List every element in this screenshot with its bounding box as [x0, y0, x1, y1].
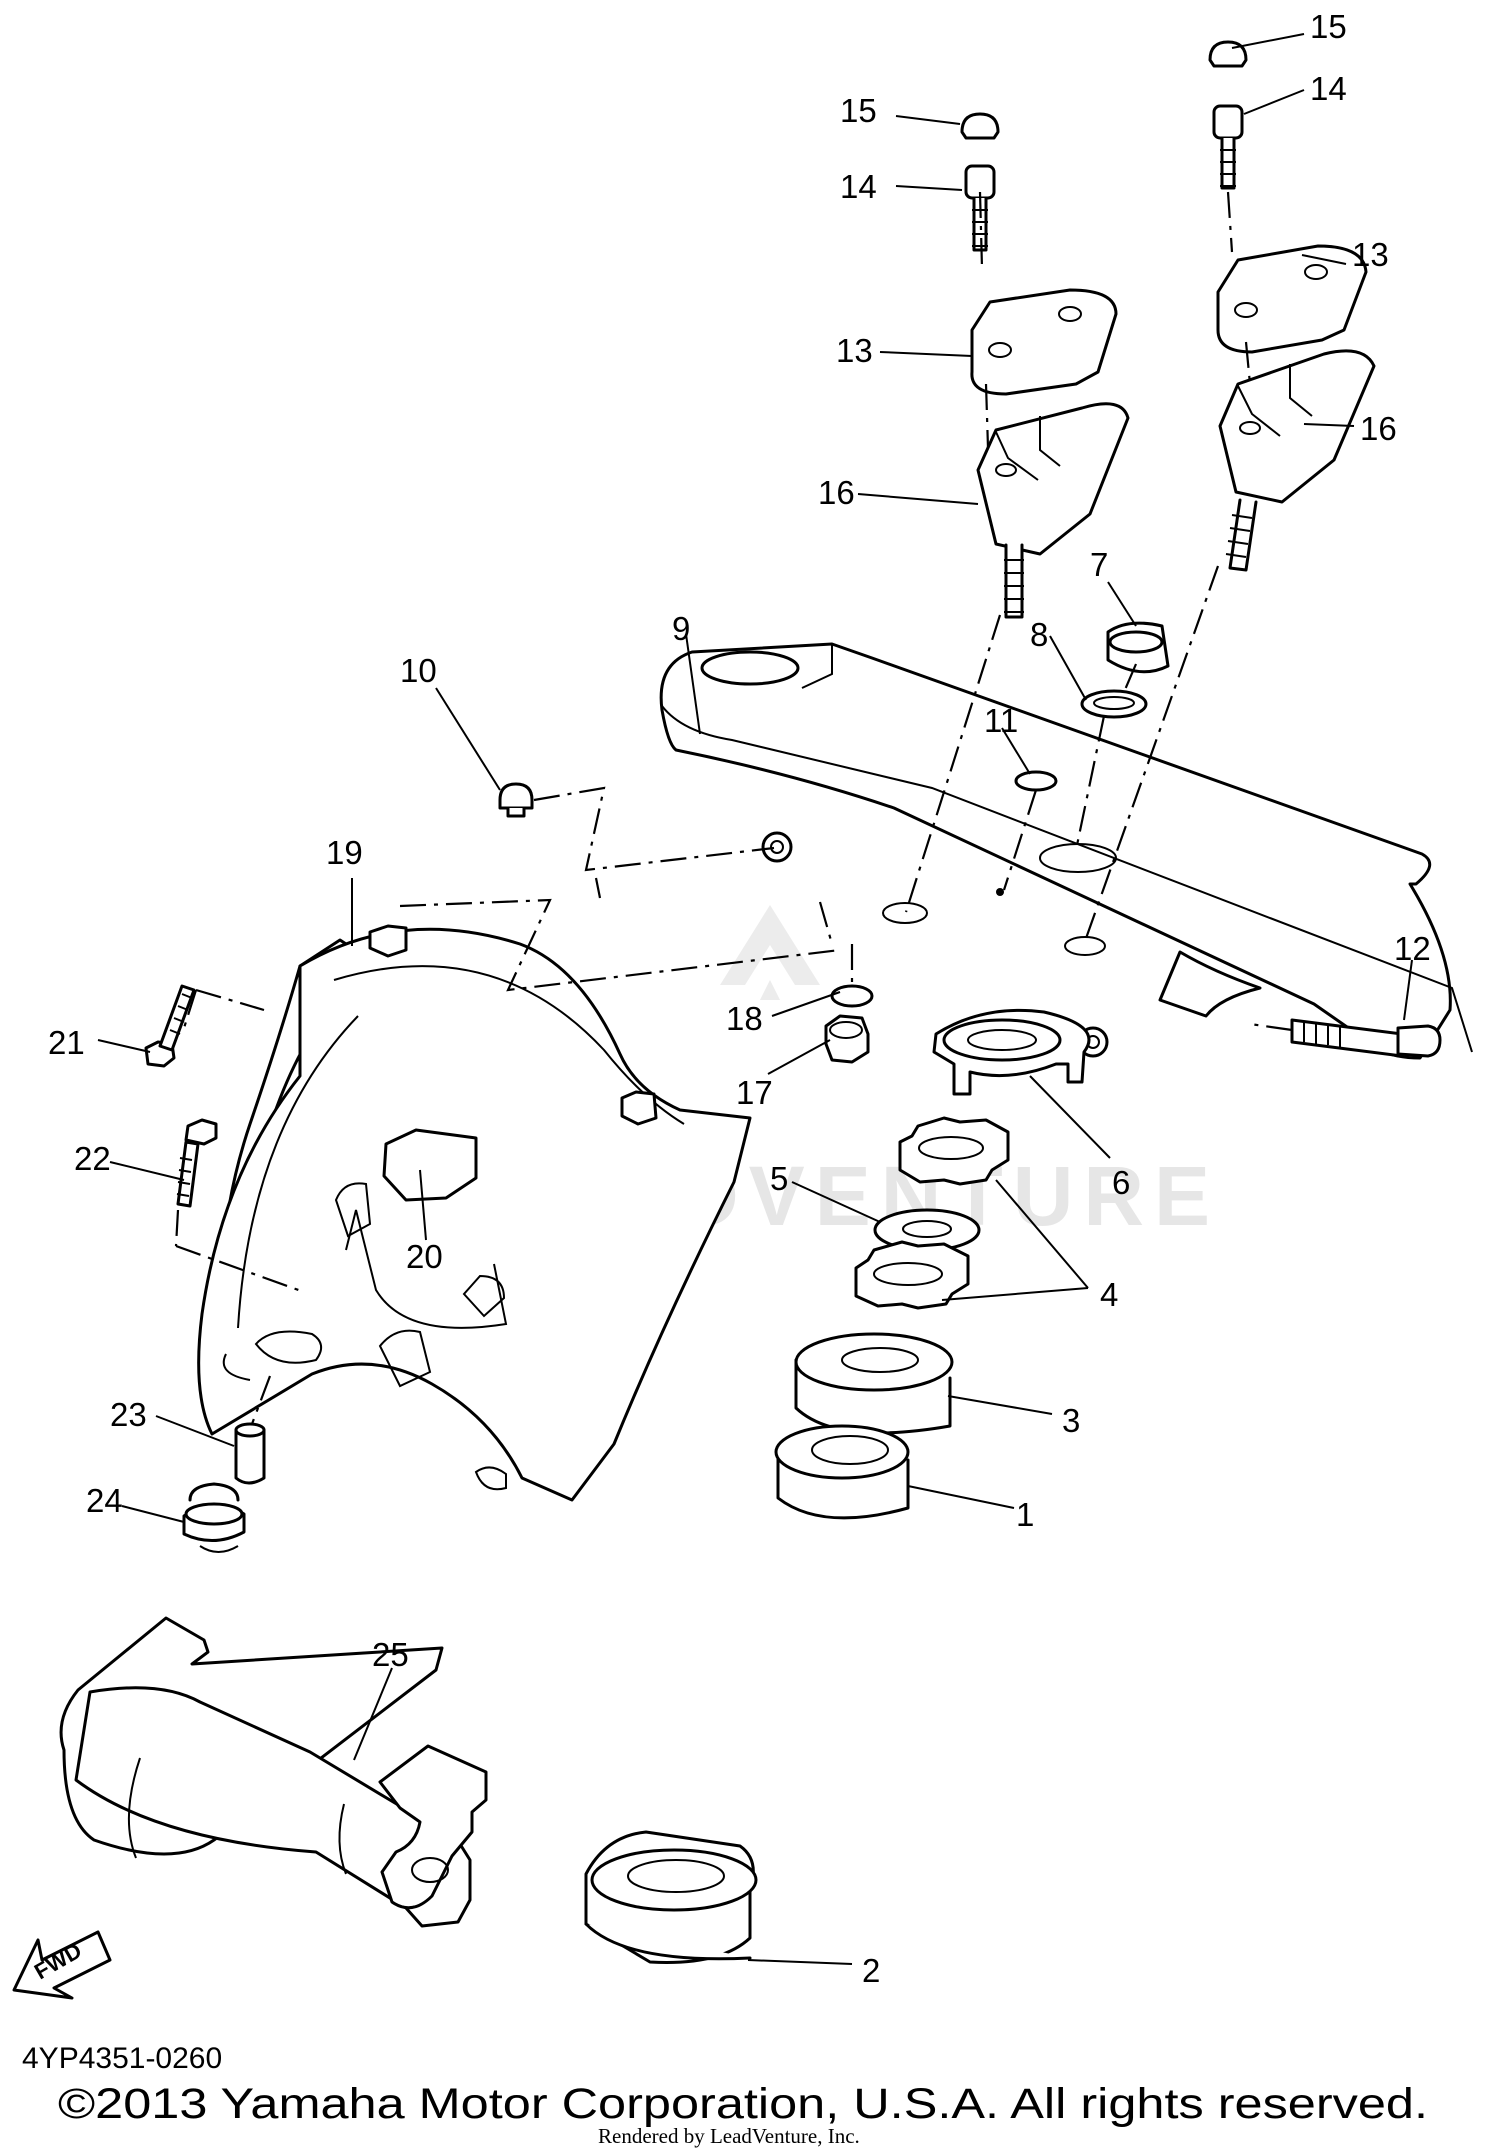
leader-lines — [97, 33, 1413, 1965]
fwd-arrow: FWD — [12, 1930, 112, 2000]
part-21-bolt — [144, 984, 196, 1068]
callout-25: 25 — [372, 1636, 409, 1673]
copyright-notice: ©2013 Yamaha Motor Corporation, U.S.A. A… — [58, 2080, 1428, 2128]
part-1-bearing — [774, 1424, 910, 1520]
part-13-upper-holder-left — [970, 288, 1118, 396]
callout-16-left: 16 — [818, 474, 855, 511]
part-17-nut — [824, 1014, 870, 1064]
callout-14-right: 14 — [1310, 70, 1347, 107]
part-16-lower-holder-right — [1218, 349, 1376, 572]
callout-15-right: 15 — [1310, 8, 1347, 45]
part-2-seal — [584, 1830, 758, 1964]
part-25-guard — [59, 1616, 488, 1928]
part-18-washer — [830, 984, 874, 1008]
part-11-plug — [1014, 770, 1058, 792]
callout-13-right: 13 — [1352, 236, 1389, 273]
part-10-bolt — [498, 782, 534, 818]
callout-17: 17 — [736, 1074, 773, 1111]
callout-14-left: 14 — [840, 168, 877, 205]
callout-22: 22 — [74, 1140, 111, 1177]
part-12-bolt — [1290, 1018, 1442, 1058]
part-4-ring-nut-upper — [898, 1116, 1010, 1186]
callout-9: 9 — [672, 610, 690, 647]
part-3-bearing-race — [794, 1332, 954, 1435]
callout-18: 18 — [726, 1000, 763, 1037]
callout-13-left: 13 — [836, 332, 873, 369]
callout-10: 10 — [400, 652, 437, 689]
part-24-grommet — [182, 1482, 246, 1553]
diagram-code: 4YP4351-0260 — [22, 2042, 222, 2075]
part-15-cap-left — [960, 112, 1000, 140]
rendered-by: Rendered by LeadVenture, Inc. — [598, 2124, 860, 2148]
part-13-upper-holder-right — [1216, 244, 1368, 354]
callout-20: 20 — [406, 1238, 443, 1275]
callout-7: 7 — [1090, 546, 1108, 583]
part-22-bolt — [176, 1118, 218, 1208]
callout-6: 6 — [1112, 1164, 1130, 1201]
callout-15-left: 15 — [840, 92, 877, 129]
part-14-bolt-right — [1212, 104, 1244, 190]
assembly-lines — [174, 191, 1293, 1425]
callouts: 15 14 13 16 15 14 13 16 7 8 11 9 10 19 1… — [48, 8, 1431, 1989]
callout-4: 4 — [1100, 1276, 1118, 1313]
part-4-ring-nut-lower — [854, 1240, 970, 1310]
part-8-washer — [1080, 689, 1148, 719]
callout-24: 24 — [86, 1482, 123, 1519]
part-16-lower-holder-left — [976, 402, 1130, 619]
part-6-lock-washer — [932, 1008, 1091, 1096]
callout-12: 12 — [1394, 930, 1431, 967]
callout-5: 5 — [770, 1160, 788, 1197]
part-9-upper-bracket — [659, 642, 1473, 1060]
callout-3: 3 — [1062, 1402, 1080, 1439]
callout-19: 19 — [326, 834, 363, 871]
callout-11: 11 — [984, 702, 1018, 739]
callout-23: 23 — [110, 1396, 147, 1433]
part-19-cover — [197, 924, 752, 1502]
part-7-nut — [1106, 621, 1170, 674]
part-23-collar — [234, 1422, 266, 1485]
callout-21: 21 — [48, 1024, 85, 1061]
callout-16-right: 16 — [1360, 410, 1397, 447]
callout-2: 2 — [862, 1952, 880, 1989]
callout-1: 1 — [1016, 1496, 1034, 1533]
callout-8: 8 — [1030, 616, 1048, 653]
